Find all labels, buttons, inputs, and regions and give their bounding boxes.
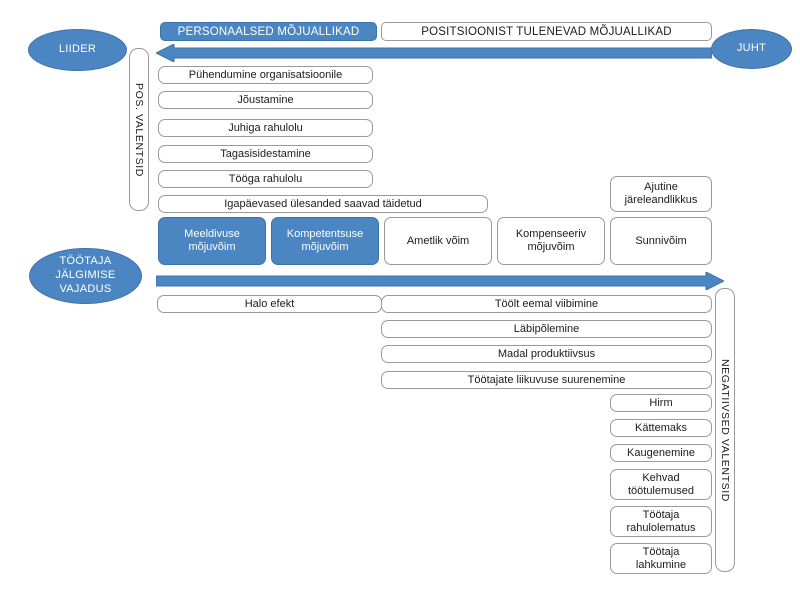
banner-personal-sources: PERSONAALSED MÕJUALLIKAD xyxy=(160,22,377,41)
halo-effect-box: Halo efekt xyxy=(157,295,382,313)
positive-outcome-box: Jõustamine xyxy=(158,91,373,109)
negative-outcome-narrow-box: Töötaja rahulolematus xyxy=(610,506,712,537)
positive-outcome-box: Juhiga rahulolu xyxy=(158,119,373,137)
ellipse-juht: JUHT xyxy=(711,29,792,69)
banner-positional-sources: POSITSIOONIST TULENEVAD MÕJUALLIKAD xyxy=(381,22,712,41)
ellipse-tootaja-jalgimise-vajadus: TÖÖTAJA JÄLGIMISE VAJADUS xyxy=(29,248,142,304)
label-positive-valences-text: POS. VALENTSID xyxy=(133,82,145,177)
label-negative-valences-text: NEGATIIVSED VALENTSID xyxy=(719,358,731,502)
negative-outcome-wide-box: Töölt eemal viibimine xyxy=(381,295,712,313)
positive-outcome-box: Tagasisidestamine xyxy=(158,145,373,163)
positive-outcome-box: Igapäevased ülesanded saavad täidetud xyxy=(158,195,488,213)
negative-outcome-narrow-box: Kehvad töötulemused xyxy=(610,469,712,500)
negative-outcome-wide-box: Madal produktiivsus xyxy=(381,345,712,363)
temporary-compliance-box: Ajutine järeleandlikkus xyxy=(610,176,712,212)
power-source-box-ametlik: Ametlik võim xyxy=(384,217,492,265)
negative-outcome-narrow-box: Töötaja lahkumine xyxy=(610,543,712,574)
label-positive-valences: POS. VALENTSID xyxy=(129,48,149,211)
ellipse-liider: LIIDER xyxy=(28,29,127,71)
power-source-box-meeldivuse: Meeldivuse mõjuvõim xyxy=(158,217,266,265)
label-negative-valences: NEGATIIVSED VALENTSID xyxy=(715,288,735,572)
power-source-box-kompetentsuse: Kompetentsuse mõjuvõim xyxy=(271,217,379,265)
power-source-box-sunnivoim: Sunnivõim xyxy=(610,217,712,265)
top-arrow-left xyxy=(156,44,712,62)
negative-outcome-narrow-box: Hirm xyxy=(610,394,712,412)
power-source-box-kompenseeriv: Kompenseeriv mõjuvõim xyxy=(497,217,605,265)
positive-outcome-box: Pühendumine organisatsioonile xyxy=(158,66,373,84)
negative-outcome-narrow-box: Kaugenemine xyxy=(610,444,712,462)
negative-outcome-narrow-box: Kättemaks xyxy=(610,419,712,437)
negative-outcome-wide-box: Töötajate liikuvuse suurenemine xyxy=(381,371,712,389)
positive-outcome-box: Tööga rahulolu xyxy=(158,170,373,188)
negative-outcome-wide-box: Läbipõlemine xyxy=(381,320,712,338)
bottom-arrow-right xyxy=(156,272,724,290)
